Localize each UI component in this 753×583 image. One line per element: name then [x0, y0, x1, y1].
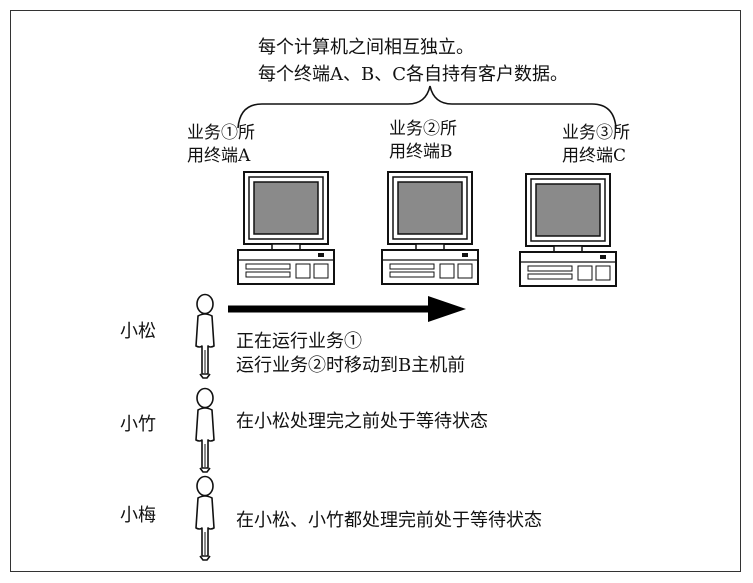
terminal-c-label-line-2: 用终端C	[562, 146, 627, 166]
terminal-b-label-line-1: 业务②所	[389, 119, 457, 139]
header-line-1: 每个计算机之间相互独立。	[258, 37, 474, 58]
terminal-b-label-line-2: 用终端B	[389, 142, 453, 162]
move-arrow-head	[428, 296, 466, 322]
terminal-a-label-line-1: 业务①所	[187, 123, 255, 143]
person-1-desc-line-1: 正在运行业务①	[236, 331, 362, 352]
person-figure-1	[195, 293, 215, 379]
computer-terminal-c	[519, 173, 617, 287]
person-figure-2	[195, 387, 215, 473]
header-line-2: 每个终端A、B、C各自持有客户数据。	[258, 64, 568, 85]
person-3-desc: 在小松、小竹都处理完前处于等待状态	[236, 510, 542, 531]
brace	[237, 85, 617, 129]
computer-terminal-b	[381, 171, 479, 285]
terminal-a-label-line-2: 用终端A	[187, 146, 251, 166]
person-name-3: 小梅	[120, 505, 156, 526]
person-1-desc-line-2: 运行业务②时移动到B主机前	[236, 355, 466, 376]
person-figure-3	[195, 475, 215, 561]
person-2-desc: 在小松处理完之前处于等待状态	[236, 411, 488, 432]
person-name-1: 小松	[120, 321, 156, 342]
terminal-c-label-line-1: 业务③所	[562, 123, 630, 143]
computer-terminal-a	[237, 171, 335, 285]
person-name-2: 小竹	[120, 414, 156, 435]
